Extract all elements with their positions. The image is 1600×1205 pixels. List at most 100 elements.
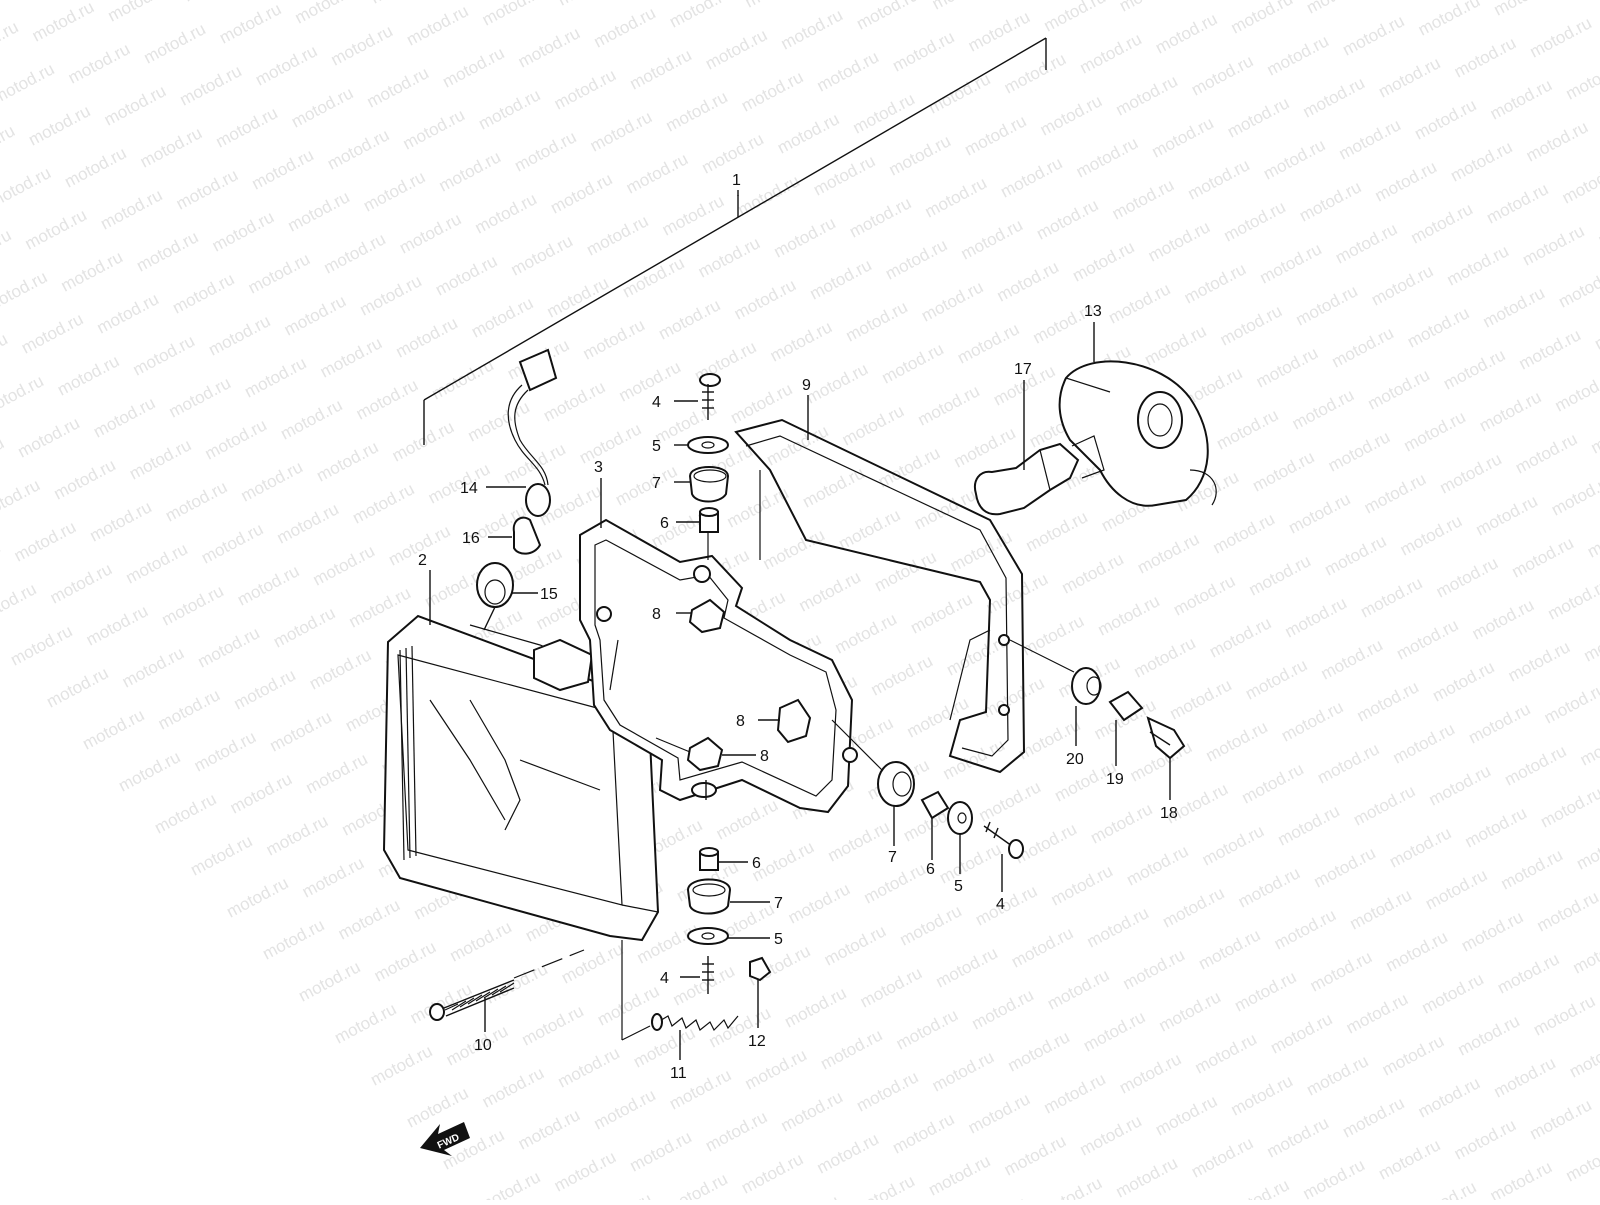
watermark: motod.ru [1462, 803, 1530, 851]
callout-20: 20 [1066, 751, 1084, 768]
watermark: motod.ru [547, 169, 615, 217]
watermark: motod.ru [515, 1105, 583, 1153]
watermark: motod.ru [1311, 843, 1379, 891]
watermark: motod.ru [159, 581, 227, 629]
watermark: motod.ru [292, 0, 360, 28]
collar-6-bottom [699, 847, 719, 871]
watermark: motod.ru [18, 309, 86, 357]
watermark: motod.ru [123, 539, 191, 587]
watermark: motod.ru [231, 665, 299, 713]
watermark: motod.ru [349, 479, 417, 527]
watermark: motod.ru [321, 229, 389, 277]
watermark: motod.ru [1073, 133, 1141, 181]
watermark: motod.ru [1584, 513, 1600, 561]
watermark: motod.ru [1264, 31, 1332, 79]
watermark: motod.ru [947, 527, 1015, 575]
watermark: motod.ru [1300, 1155, 1368, 1200]
watermark: motod.ru [328, 21, 396, 69]
watermark: motod.ru [54, 351, 122, 399]
watermark: motod.ru [241, 353, 309, 401]
watermark: motod.ru [238, 457, 306, 505]
watermark: motod.ru [1566, 1033, 1600, 1081]
screw-4-bottom [702, 956, 714, 994]
watermark: motod.ru [612, 461, 680, 509]
watermark: motod.ru [1296, 177, 1364, 225]
callouts: 1 2 3 4 5 7 6 14 16 15 8 8 8 [418, 172, 1178, 1082]
rubber-7-right [877, 761, 915, 807]
callout-8-low: 8 [760, 748, 769, 765]
watermark: motod.ru [1329, 323, 1397, 371]
watermark: motod.ru [835, 505, 903, 553]
watermark: motod.ru [1156, 987, 1224, 1035]
watermark: motod.ru [1393, 615, 1461, 663]
watermark: motod.ru [180, 0, 248, 6]
watermark: motod.ru [850, 89, 918, 137]
watermark: motod.ru [907, 589, 975, 637]
watermark: motod.ru [886, 131, 954, 179]
watermark: motod.ru [1354, 677, 1422, 725]
watermark: motod.ru [1080, 1007, 1148, 1055]
watermark: motod.ru [979, 673, 1047, 721]
callout-7-right: 7 [888, 849, 897, 866]
rubber-7-bottom [686, 878, 732, 915]
watermark: motod.ru [742, 1045, 810, 1093]
watermark: motod.ru [0, 475, 43, 523]
watermark: motod.ru [1023, 507, 1091, 555]
watermark: motod.ru [1347, 885, 1415, 933]
watermark: motod.ru [306, 645, 374, 693]
watermark: motod.ru [1116, 0, 1184, 16]
watermark: motod.ru [591, 1085, 659, 1133]
watermark: motod.ru [702, 1107, 770, 1155]
watermark: motod.ru [1339, 11, 1407, 59]
watermark: motod.ru [396, 209, 464, 257]
callout-8-top: 8 [652, 606, 661, 623]
watermark: motod.ru [1152, 9, 1220, 57]
watermark: motod.ru [1516, 325, 1584, 373]
watermark: motod.ru [360, 167, 428, 215]
watermark: motod.ru [961, 111, 1029, 159]
watermark: motod.ru [65, 39, 133, 87]
watermark: motod.ru [1044, 965, 1112, 1013]
watermark: motod.ru [1116, 1049, 1184, 1097]
callout-6-bottom: 6 [752, 855, 761, 872]
watermark: motod.ru [472, 189, 540, 237]
watermark: motod.ru [501, 439, 569, 487]
watermark: motod.ru [940, 735, 1008, 783]
watermark: motod.ru [861, 859, 929, 907]
watermark: motod.ru [551, 1147, 619, 1195]
watermark: motod.ru [1375, 1135, 1443, 1183]
watermark: motod.ru [1019, 611, 1087, 659]
watermark: motod.ru [357, 271, 425, 319]
watermark: motod.ru [1001, 1131, 1069, 1179]
watermark: motod.ru [1541, 679, 1600, 727]
watermark: motod.ru [817, 1025, 885, 1073]
watermark: motod.ru [915, 381, 983, 429]
callout-5-right: 5 [954, 878, 963, 895]
watermark: motod.ru [1534, 887, 1600, 935]
watermark: motod.ru [1397, 511, 1465, 559]
callout-19: 19 [1106, 771, 1124, 788]
watermark: motod.ru [814, 1129, 882, 1177]
watermark: motod.ru [591, 3, 659, 51]
watermark: motod.ru [803, 359, 871, 407]
watermark: motod.ru [367, 0, 435, 8]
watermark: motod.ru [1152, 1091, 1220, 1139]
watermark: motod.ru [1303, 1051, 1371, 1099]
watermark: motod.ru [1159, 883, 1227, 931]
watermark: motod.ru [1429, 657, 1497, 705]
watermark: motod.ru [1480, 283, 1548, 331]
watermark: motod.ru [958, 215, 1026, 263]
watermark: motod.ru [346, 583, 414, 631]
watermark: motod.ru [785, 879, 853, 927]
watermark: motod.ru [1437, 449, 1505, 497]
watermark: motod.ru [832, 609, 900, 657]
watermark: motod.ru [1426, 761, 1494, 809]
watermark: motod.ru [209, 207, 277, 255]
watermark: motod.ru [1368, 261, 1436, 309]
watermark: motod.ru [839, 401, 907, 449]
watermark: motod.ru [274, 499, 342, 547]
watermark: motod.ru [1321, 531, 1389, 579]
watermark: motod.ru [778, 1087, 846, 1135]
